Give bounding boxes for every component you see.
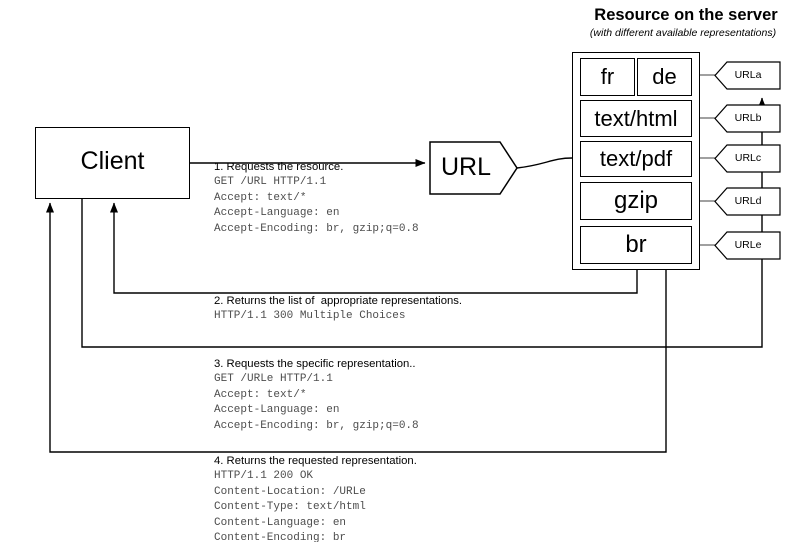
url-pill-shape-urla bbox=[714, 61, 781, 90]
step-note-1: 1. Requests the resource. GET /URL HTTP/… bbox=[214, 160, 419, 237]
server-title: Resource on the server bbox=[594, 6, 778, 24]
client-label: Client bbox=[80, 147, 145, 175]
url-pill-label-urla: URLa bbox=[734, 69, 762, 81]
url-pill-shape-urlc bbox=[714, 144, 781, 173]
arrow-step-2 bbox=[110, 202, 638, 294]
url-node-label: URL bbox=[440, 153, 491, 181]
representation-label-text-html: text/html bbox=[594, 105, 678, 131]
step-note-2: 2. Returns the list of appropriate repre… bbox=[214, 294, 462, 325]
representation-box-fr[interactable]: fr bbox=[580, 58, 635, 96]
server-subtitle: (with different available representation… bbox=[589, 27, 777, 39]
url-pill-urlc[interactable]: URLc bbox=[715, 145, 769, 171]
representation-label-br: br bbox=[625, 231, 647, 258]
step-3-heading: 3. Requests the specific representation.… bbox=[214, 358, 416, 370]
step-4-body: HTTP/1.1 200 OK Content-Location: /URLe … bbox=[214, 470, 366, 542]
step-1-body: GET /URL HTTP/1.1 Accept: text/* Accept-… bbox=[214, 176, 419, 235]
step-note-3: 3. Requests the specific representation.… bbox=[214, 357, 419, 434]
arrow-step-4 bbox=[46, 202, 667, 453]
url-pill-label-urlb: URLb bbox=[734, 112, 762, 124]
url-pill-shape-urld bbox=[714, 187, 781, 216]
url-pill-urld[interactable]: URLd bbox=[715, 188, 769, 214]
step-1-heading: 1. Requests the resource. bbox=[214, 161, 344, 173]
representation-box-de[interactable]: de bbox=[637, 58, 692, 96]
url-pill-urle[interactable]: URLe bbox=[715, 232, 769, 258]
step-3-body: GET /URLe HTTP/1.1 Accept: text/* Accept… bbox=[214, 373, 419, 432]
url-pill-label-urle: URLe bbox=[734, 239, 762, 251]
url-pill-label-urld: URLd bbox=[734, 195, 762, 207]
url-pill-label-urlc: URLc bbox=[734, 152, 762, 164]
arrow-step-3 bbox=[81, 97, 766, 348]
step-4-heading: 4. Returns the requested representation. bbox=[214, 455, 417, 467]
step-note-4: 4. Returns the requested representation.… bbox=[214, 454, 417, 542]
link-url-to-resource bbox=[516, 157, 573, 169]
client-box[interactable] bbox=[35, 127, 190, 199]
step-2-heading: 2. Returns the list of appropriate repre… bbox=[214, 295, 463, 307]
representation-box-text-pdf[interactable]: text/pdf bbox=[580, 141, 692, 177]
url-pill-shape-urlb bbox=[714, 104, 781, 133]
representation-label-text-pdf: text/pdf bbox=[599, 146, 673, 171]
representation-box-gzip[interactable]: gzip bbox=[580, 182, 692, 220]
url-pill-urla[interactable]: URLa bbox=[715, 62, 769, 88]
representation-box-text-html[interactable]: text/html bbox=[580, 100, 692, 137]
representation-box-br[interactable]: br bbox=[580, 226, 692, 264]
representation-label-fr: fr bbox=[600, 64, 615, 89]
url-node-shape bbox=[429, 141, 518, 195]
representation-label-gzip: gzip bbox=[613, 187, 659, 214]
representation-label-de: de bbox=[652, 64, 677, 89]
step-2-body: HTTP/1.1 300 Multiple Choices bbox=[214, 310, 406, 322]
url-pill-urlb[interactable]: URLb bbox=[715, 105, 769, 131]
url-pill-shape-urle bbox=[714, 231, 781, 260]
